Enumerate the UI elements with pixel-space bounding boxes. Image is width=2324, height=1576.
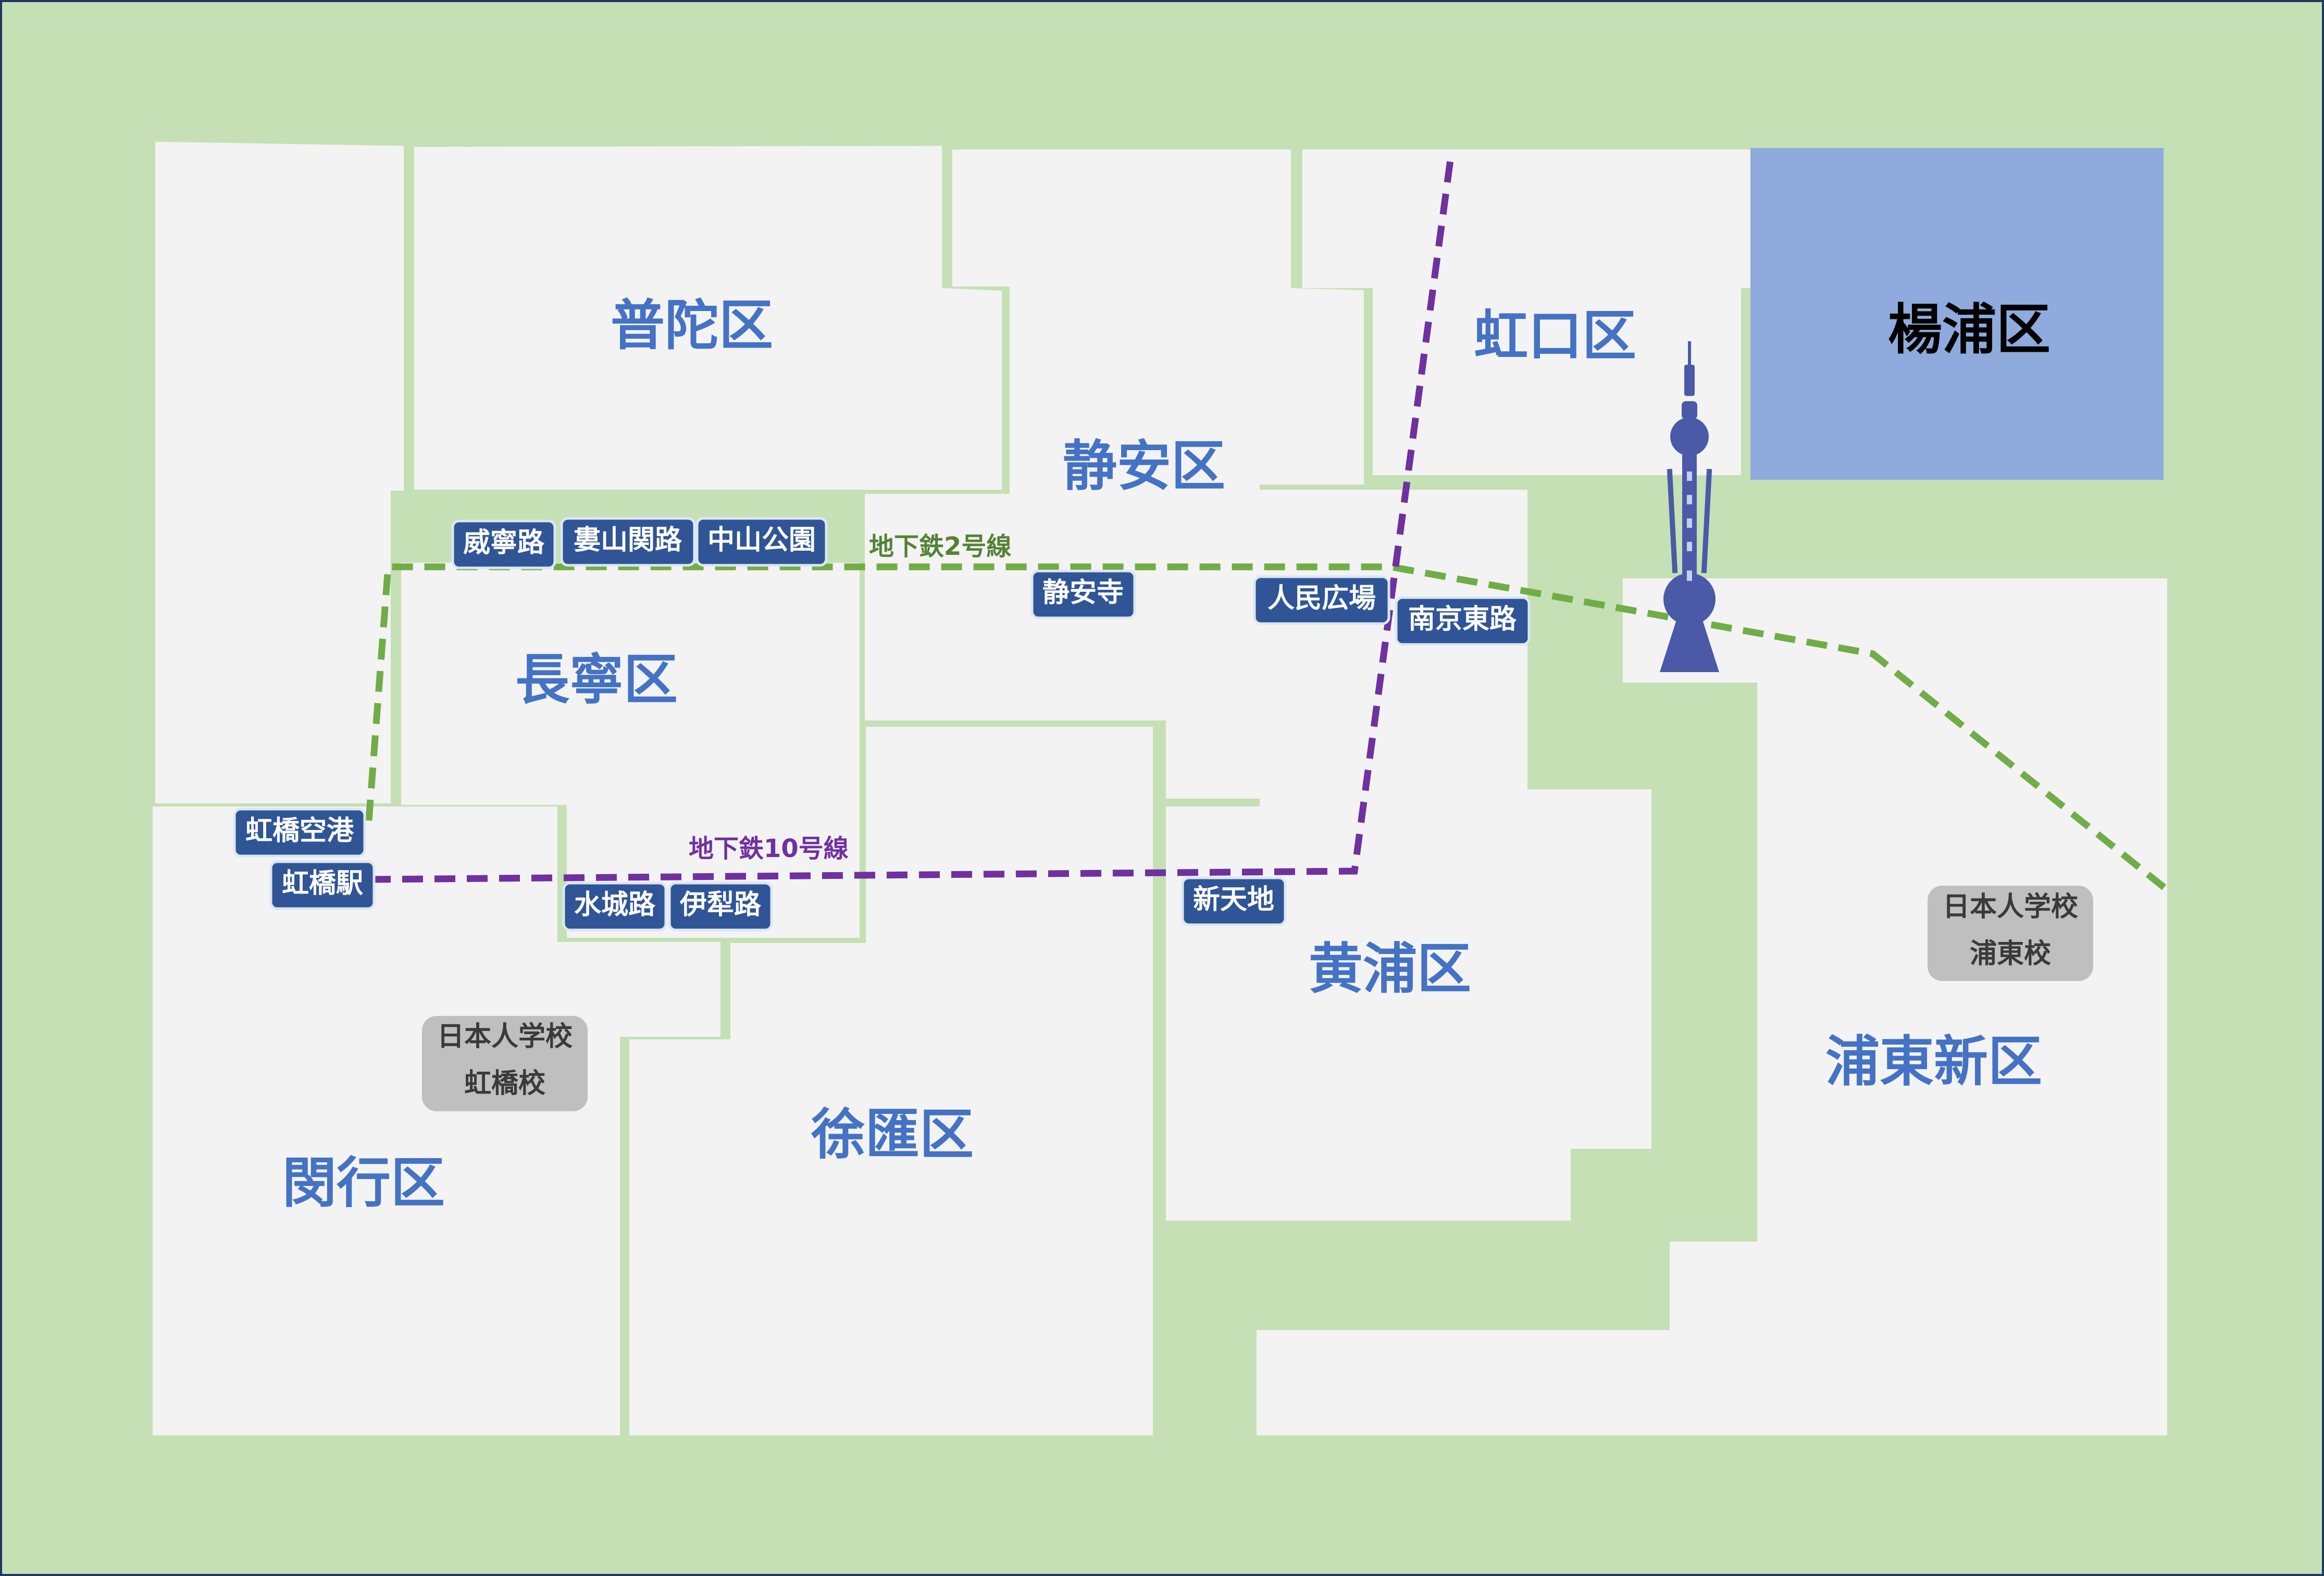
line10-route	[369, 156, 1455, 883]
district-west-strip	[155, 142, 404, 803]
line2-label: 地下鉄2号線	[869, 532, 1011, 561]
label-putuo: 普陀区	[611, 293, 773, 357]
line10-label: 地下鉄10号線	[689, 834, 849, 863]
district-pudong	[1257, 578, 2167, 1435]
station-zhongshan[interactable]: 中山公園	[695, 517, 828, 567]
station-label: 新天地	[1193, 884, 1274, 915]
station-label: 南京東路	[1408, 604, 1517, 635]
label-changning: 長寧区	[515, 648, 678, 711]
oriental-pearl-tower-icon	[1660, 341, 1719, 672]
station-jingansi[interactable]: 静安寺	[1030, 569, 1136, 619]
station-label: 虹橋空港	[245, 815, 354, 847]
station-hongqiao-airport[interactable]: 虹橋空港	[233, 808, 366, 858]
station-label: 婁山関路	[574, 525, 682, 556]
station-xintiandi[interactable]: 新天地	[1181, 876, 1287, 926]
station-label: 人民広場	[1267, 583, 1376, 614]
district-jingan	[865, 150, 1364, 799]
districts	[153, 142, 2167, 1435]
station-label: 中山公園	[707, 525, 816, 556]
label-xuhui: 徐匯区	[811, 1102, 974, 1166]
station-label: 威寧路	[463, 527, 545, 559]
label-hongkou: 虹口区	[1474, 304, 1636, 367]
station-label: 水城路	[574, 889, 656, 921]
label-huangpu: 黄浦区	[1309, 937, 1471, 1000]
district-changning	[401, 563, 860, 938]
station-shuicheng[interactable]: 水城路	[562, 882, 667, 932]
station-yili[interactable]: 伊犁路	[668, 882, 773, 932]
station-hongqiao-station[interactable]: 虹橋駅	[269, 860, 376, 910]
label-jingan: 静安区	[1063, 434, 1225, 498]
line2-route	[365, 563, 2172, 895]
district-yangpu	[1750, 148, 2164, 480]
district-minhang	[153, 806, 720, 1435]
label-minhang: 閔行区	[282, 1151, 445, 1214]
school-pudong[interactable]: 日本人学校 浦東校	[1928, 886, 2093, 981]
station-label: 伊犁路	[679, 889, 762, 921]
district-putuo	[414, 146, 1002, 490]
station-label: 静安寺	[1042, 577, 1124, 609]
district-huangpu	[1166, 490, 1651, 1221]
station-renmin[interactable]: 人民広場	[1253, 575, 1390, 625]
station-label: 虹橋駅	[282, 868, 363, 899]
label-pudong: 浦東新区	[1825, 1029, 2042, 1093]
school-name: 日本人学校	[1943, 891, 2078, 923]
district-hongkou	[1302, 150, 1792, 475]
station-weining[interactable]: 威寧路	[451, 519, 556, 569]
district-xuhui	[629, 727, 1153, 1435]
school-name: 日本人学校	[437, 1021, 573, 1052]
school-campus: 虹橋校	[464, 1068, 545, 1099]
school-campus: 浦東校	[1970, 938, 2051, 970]
station-loushanguan[interactable]: 婁山関路	[560, 517, 696, 567]
label-yangpu: 楊浦区	[1888, 297, 2050, 361]
school-hongqiao[interactable]: 日本人学校 虹橋校	[422, 1016, 588, 1111]
station-nanjingdong[interactable]: 南京東路	[1395, 596, 1531, 646]
